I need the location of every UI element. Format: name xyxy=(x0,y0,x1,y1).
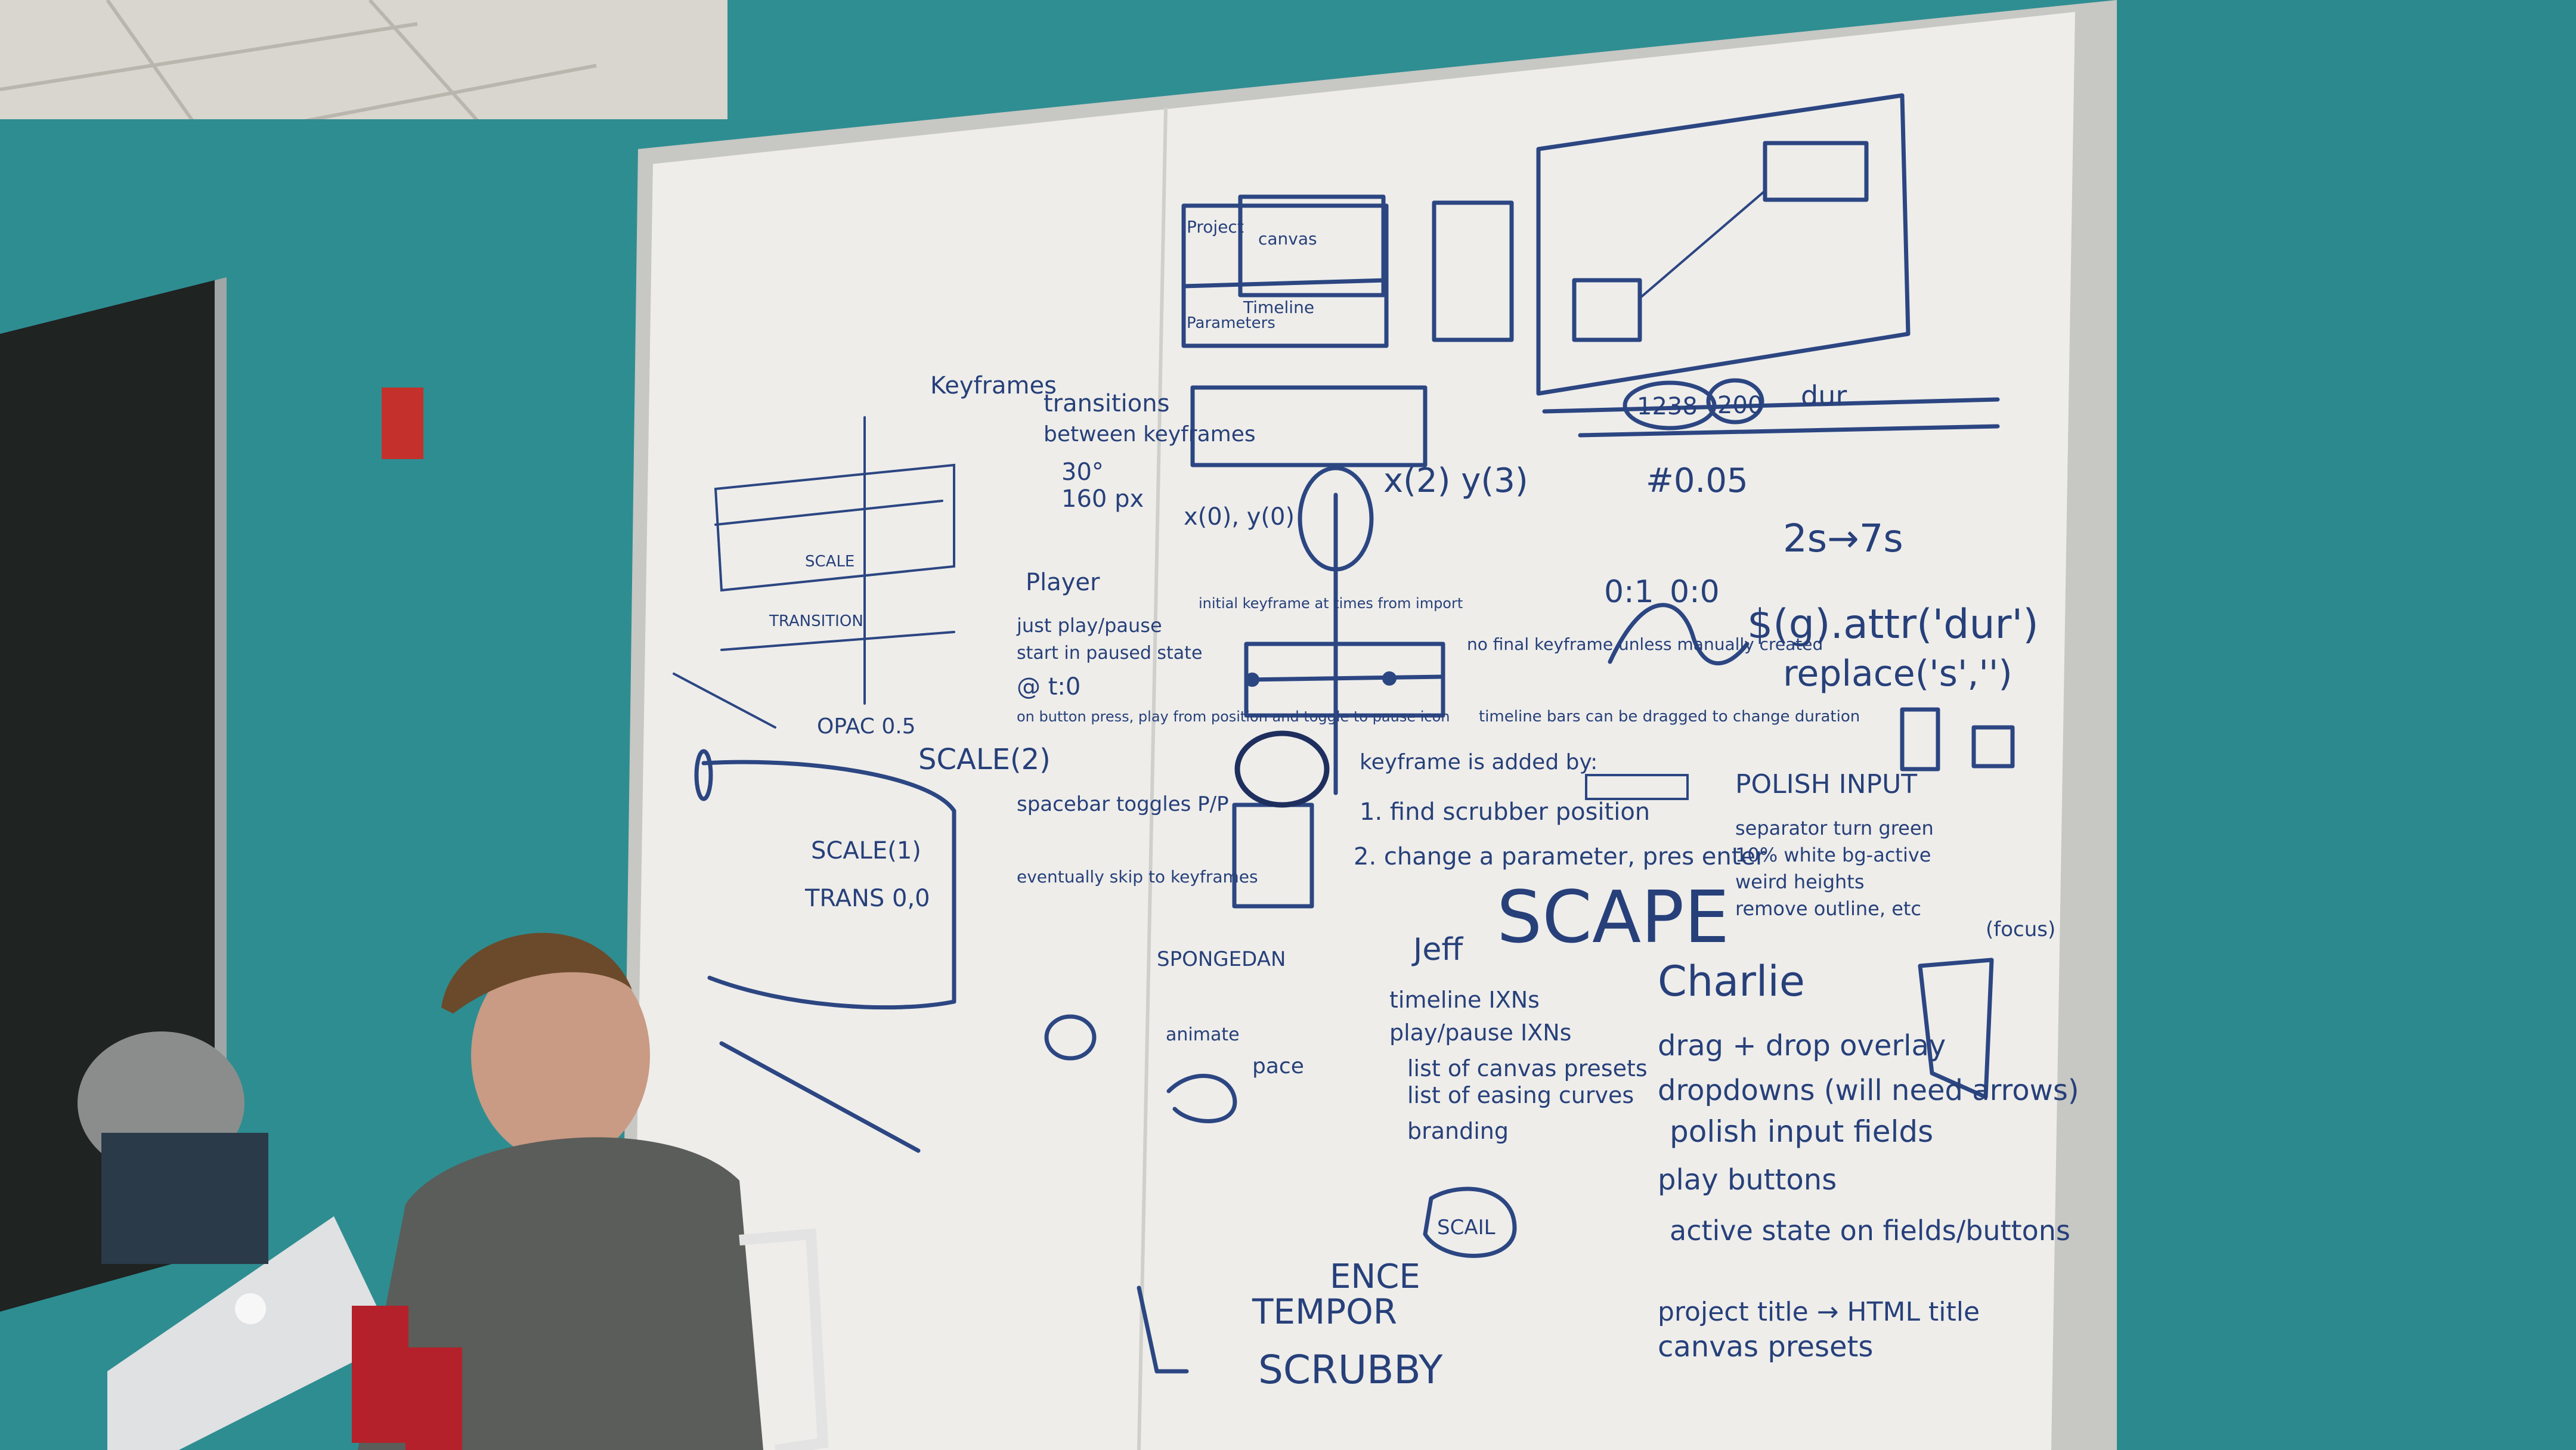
board-text-replace: replace('s','') xyxy=(1783,653,2012,695)
device-sketch xyxy=(1432,200,1514,342)
board-text-dur: dur xyxy=(1801,380,1847,412)
jeff-item-4: list of easing curves xyxy=(1407,1082,1634,1108)
board-text-focus: (focus) xyxy=(1986,918,2055,941)
charlie-item-4: play buttons xyxy=(1658,1163,1837,1197)
board-text-attr-dur: $(g).attr('dur') xyxy=(1747,601,2039,648)
layout-sketch xyxy=(1181,203,1389,348)
board-text-30deg: 30° xyxy=(1061,458,1104,486)
board-text-animate: animate xyxy=(1166,1024,1240,1045)
laptop xyxy=(107,1216,394,1450)
player-item-5: spacebar toggles P/P xyxy=(1017,792,1229,816)
jeff-item-3: list of canvas presets xyxy=(1407,1055,1648,1082)
keyframe-note-1: initial keyframe at times from import xyxy=(1199,595,1463,612)
board-text-timeline: Timeline xyxy=(1243,298,1314,317)
board-text-keyframes: Keyframes xyxy=(930,372,1057,399)
polish-item-4: remove outline, etc xyxy=(1735,897,1921,920)
board-text-project: Project xyxy=(1187,217,1244,237)
polish-item-1: separator turn green xyxy=(1735,817,1934,839)
board-text-ence: ENCE xyxy=(1330,1257,1420,1296)
board-text-tempor: TEMPOR xyxy=(1252,1291,1397,1332)
jeff-item-5: branding xyxy=(1407,1118,1509,1144)
red-can xyxy=(352,1306,408,1443)
player-item-6: eventually skip to keyframes xyxy=(1017,867,1258,887)
board-text-opac: OPAC 0.5 xyxy=(817,714,916,739)
charlie-item-5: active state on fields/buttons xyxy=(1670,1214,2070,1247)
board-text-scrubby: SCRUBBY xyxy=(1258,1347,1443,1393)
board-text-canvas: canvas xyxy=(1258,229,1317,249)
board-text-between-keyframes: between keyframes xyxy=(1044,422,1256,447)
keyframe-note-3: timeline bars can be dragged to change d… xyxy=(1479,708,1860,726)
polish-item-2: 10% white bg-active xyxy=(1735,844,1931,866)
board-text-00: 0:0 xyxy=(1670,574,1720,610)
person-hair xyxy=(441,932,632,1014)
charlie-title: Charlie xyxy=(1658,957,1805,1006)
keyframe-note-4: keyframe is added by: xyxy=(1360,750,1597,774)
board-text-trans: TRANS 0,0 xyxy=(804,885,930,912)
board-text-scail: SCAIL xyxy=(1437,1216,1496,1240)
board-text-scale-2: SCALE(2) xyxy=(918,743,1051,776)
jeff-title: Jeff xyxy=(1411,932,1463,968)
charlie-item-1: drag + drop overlay xyxy=(1658,1029,1946,1062)
board-text-160px: 160 px xyxy=(1061,485,1144,513)
board-text-spongedan: SPONGEDAN xyxy=(1157,947,1286,971)
board-text-pace: pace xyxy=(1252,1054,1304,1079)
board-text-transition: TRANSITION xyxy=(769,612,863,630)
keyframe-note-5: 1. find scrubber position xyxy=(1360,798,1650,826)
board-text-200: 200 xyxy=(1717,392,1763,419)
player-title: Player xyxy=(1026,569,1100,596)
board-text-005: #0.05 xyxy=(1646,461,1748,500)
apple-logo-icon xyxy=(235,1293,266,1324)
jeff-item-2: play/pause IXNs xyxy=(1389,1020,1571,1046)
board-text-x2y3: x(2) y(3) xyxy=(1383,461,1528,500)
player-item-4: on button press, play from position and … xyxy=(1017,708,1450,725)
player-item-3: @ t:0 xyxy=(1017,673,1080,701)
polish-input-title: POLISH INPUT xyxy=(1735,769,1917,800)
board-text-2s7s: 2s→7s xyxy=(1783,517,1903,561)
fire-alarm xyxy=(382,388,423,459)
board-text-01: 0:1 xyxy=(1604,574,1654,610)
whiteboard xyxy=(632,12,2075,1450)
charlie-item-3: polish input fields xyxy=(1670,1114,1933,1149)
jeff-item-1: timeline IXNs xyxy=(1389,987,1540,1013)
person-head xyxy=(471,948,650,1163)
keyframe-note-2: no final keyframe unless manually create… xyxy=(1467,634,1823,654)
board-text-1238: 1238 xyxy=(1637,393,1698,420)
board-text-x0y0: x(0), y(0) xyxy=(1184,503,1295,531)
scape-headline: SCAPE xyxy=(1497,876,1729,959)
charlie-item-6: project title → HTML title xyxy=(1658,1297,1980,1327)
board-text-scale-1: SCALE(1) xyxy=(811,837,921,865)
chair xyxy=(739,1228,829,1450)
board-text-parameters: Parameters xyxy=(1187,314,1275,332)
keyframe-note-6: 2. change a parameter, pres enter xyxy=(1354,843,1766,870)
board-text-scale: SCALE xyxy=(805,553,854,571)
board-text-transitions: transitions xyxy=(1044,390,1169,417)
polish-item-3: weird heights xyxy=(1735,870,1865,893)
charlie-item-7: canvas presets xyxy=(1658,1330,1873,1364)
player-item-2: start in paused state xyxy=(1017,643,1202,664)
player-item-1: just play/pause xyxy=(1016,614,1162,637)
canvas-sketch xyxy=(1536,93,1911,396)
charlie-item-2: dropdowns (will need arrows) xyxy=(1658,1074,2079,1107)
